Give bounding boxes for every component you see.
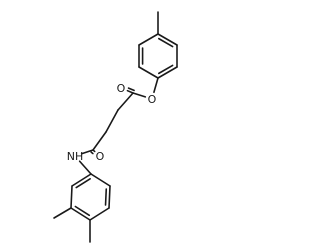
- single-bond: [92, 131, 107, 151]
- double-bond-inner: [158, 37, 174, 48]
- atom-label-o-ester: O: [148, 93, 157, 106]
- double-bond-second: [90, 151, 94, 155]
- double-bond-second: [127, 87, 135, 92]
- double-bond: [71, 173, 92, 187]
- chemical-structure-diagram: O O O NH: [53, 11, 178, 243]
- atom-label-layer: O O O NH: [67, 82, 157, 163]
- single-bond: [90, 173, 111, 187]
- double-bond-inner: [75, 177, 91, 189]
- single-bond: [78, 160, 92, 175]
- single-bond: [80, 149, 94, 155]
- double-bond: [108, 185, 111, 209]
- single-bond: [70, 185, 73, 209]
- double-bond-inner: [104, 188, 108, 206]
- double-bond-inner: [158, 64, 174, 75]
- single-bond: [53, 207, 72, 219]
- single-bond: [89, 207, 110, 221]
- double-bond: [70, 207, 91, 221]
- double-bond: [126, 89, 134, 94]
- single-bond: [138, 66, 159, 79]
- double-bond: [157, 33, 178, 46]
- single-bond: [138, 33, 159, 46]
- single-bond: [117, 92, 134, 111]
- single-bond: [132, 92, 147, 98]
- atom-label-o-ester-dbl: O: [117, 82, 126, 95]
- double-bond-inner: [74, 205, 91, 217]
- atom-label-n-amide: NH: [67, 150, 84, 163]
- double-bond: [157, 66, 178, 79]
- bond-layer: [53, 11, 178, 243]
- single-bond: [105, 109, 119, 133]
- single-bond: [153, 77, 159, 94]
- atom-label-o-amide: O: [96, 150, 105, 163]
